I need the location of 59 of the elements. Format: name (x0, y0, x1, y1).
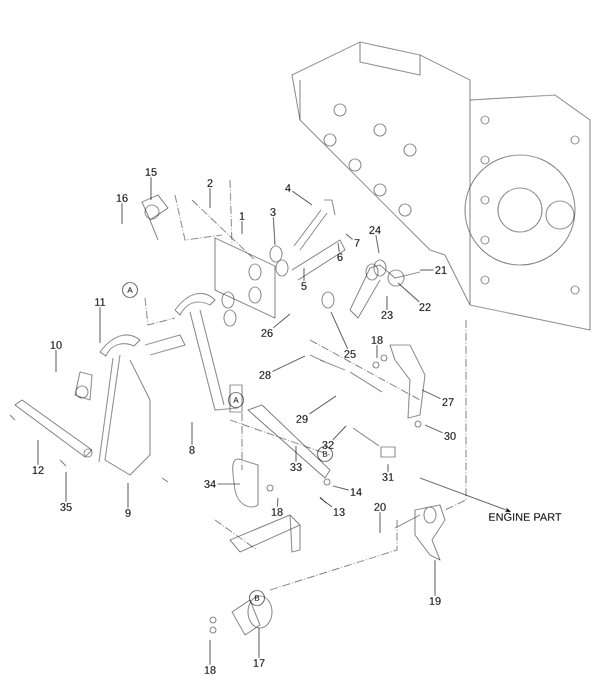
leader-line (376, 234, 380, 254)
callout-number: 12 (32, 466, 44, 474)
callout-number: 7 (354, 239, 360, 247)
callout-number: 26 (261, 329, 273, 337)
leader-line (376, 344, 378, 358)
callout-number: 11 (95, 298, 106, 306)
callout-number: 17 (254, 659, 265, 667)
callout-number: 4 (285, 184, 291, 192)
callout-number: 5 (301, 282, 307, 290)
leader-line (424, 424, 443, 434)
callout-number: 6 (338, 253, 343, 261)
callout-number: 18 (372, 336, 383, 344)
callout-text: ENGINE PART (489, 513, 562, 521)
callout-number: 16 (116, 194, 128, 202)
leader-line (258, 628, 260, 658)
leader-line (330, 312, 348, 350)
leader-line (332, 426, 346, 440)
leader-line (398, 282, 420, 302)
callout-number: 10 (50, 341, 62, 349)
leader-line (272, 314, 290, 328)
callout-number: 30 (444, 432, 456, 440)
callout-number: 13 (334, 508, 345, 516)
callout-number: 18 (272, 508, 283, 516)
callout-number: 22 (419, 303, 431, 311)
callout-number: 28 (259, 371, 271, 379)
callout-number: 27 (442, 398, 454, 406)
callout-number: 18 (204, 666, 216, 674)
leader-line (272, 356, 306, 372)
leader-line (150, 176, 152, 200)
callout-number: 24 (369, 226, 381, 234)
callout-number: 29 (296, 415, 308, 423)
callout-number: 20 (374, 503, 386, 511)
callout-number: 14 (350, 488, 362, 496)
callout-number: 33 (290, 463, 302, 471)
callout-number: 35 (60, 503, 72, 511)
callout-number: 19 (430, 597, 441, 605)
callout-number: 21 (435, 266, 447, 274)
leader-line (320, 498, 332, 508)
leader-line (332, 486, 349, 490)
callout-number: 2 (208, 179, 212, 187)
leader-line (422, 390, 441, 399)
callout-number: 9 (125, 509, 131, 517)
callout-number: 3 (270, 208, 276, 216)
leader-line (434, 560, 436, 596)
leader-line (277, 498, 278, 508)
callout-number: 8 (189, 446, 195, 454)
callout-number: 31 (382, 473, 394, 481)
callout-number: 25 (344, 350, 356, 358)
callout-number: 15 (146, 168, 157, 176)
callout-number: 34 (204, 480, 216, 488)
leader-line (309, 396, 336, 414)
callout-number: 32 (322, 441, 334, 449)
callout-number: 23 (381, 311, 393, 319)
leader-line (292, 190, 312, 206)
leader-line (386, 296, 388, 310)
callout-number: 1 (240, 212, 245, 220)
leader-line (338, 242, 340, 252)
leader-line (346, 234, 353, 240)
leader-line (273, 216, 276, 246)
